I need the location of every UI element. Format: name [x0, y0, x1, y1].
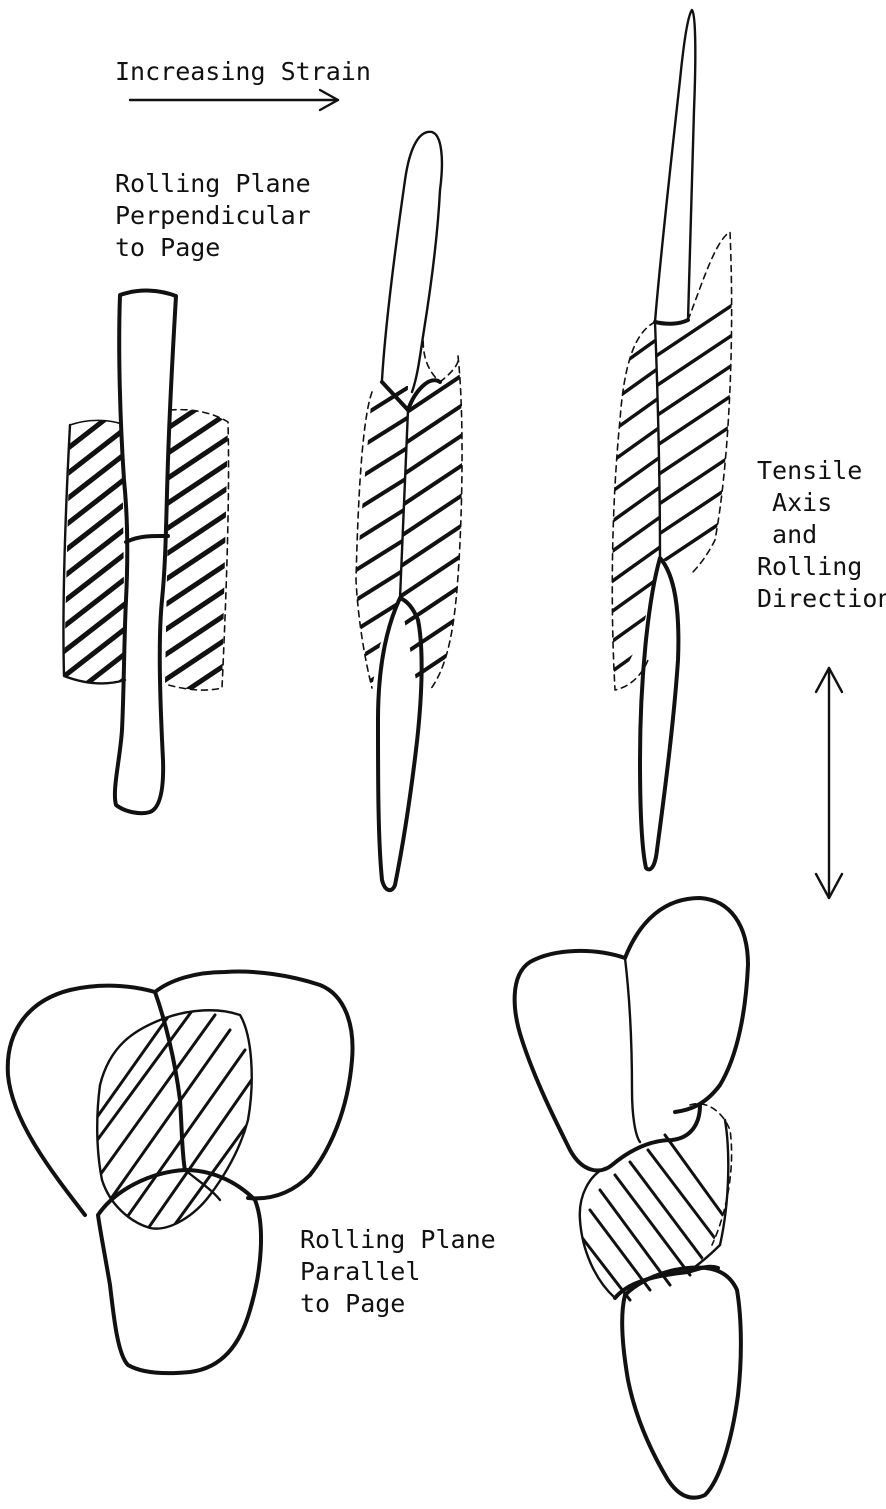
grain-chain-parallel-right	[515, 898, 748, 1498]
grain-stage-low-strain	[40, 291, 240, 814]
grain-stage-medium-strain	[340, 132, 470, 890]
grain-stage-high-strain	[600, 10, 740, 869]
increasing-strain-label: Increasing Strain	[115, 56, 371, 88]
rolling-plane-perpendicular-label: Rolling Plane Perpendicular to Page	[115, 168, 311, 264]
tensile-axis-arrow	[816, 668, 842, 898]
rolling-plane-parallel-label: Rolling Plane Parallel to Page	[300, 1224, 496, 1320]
tensile-axis-label: Tensile Axis and Rolling Direction	[757, 455, 886, 615]
strain-arrow	[130, 90, 338, 110]
